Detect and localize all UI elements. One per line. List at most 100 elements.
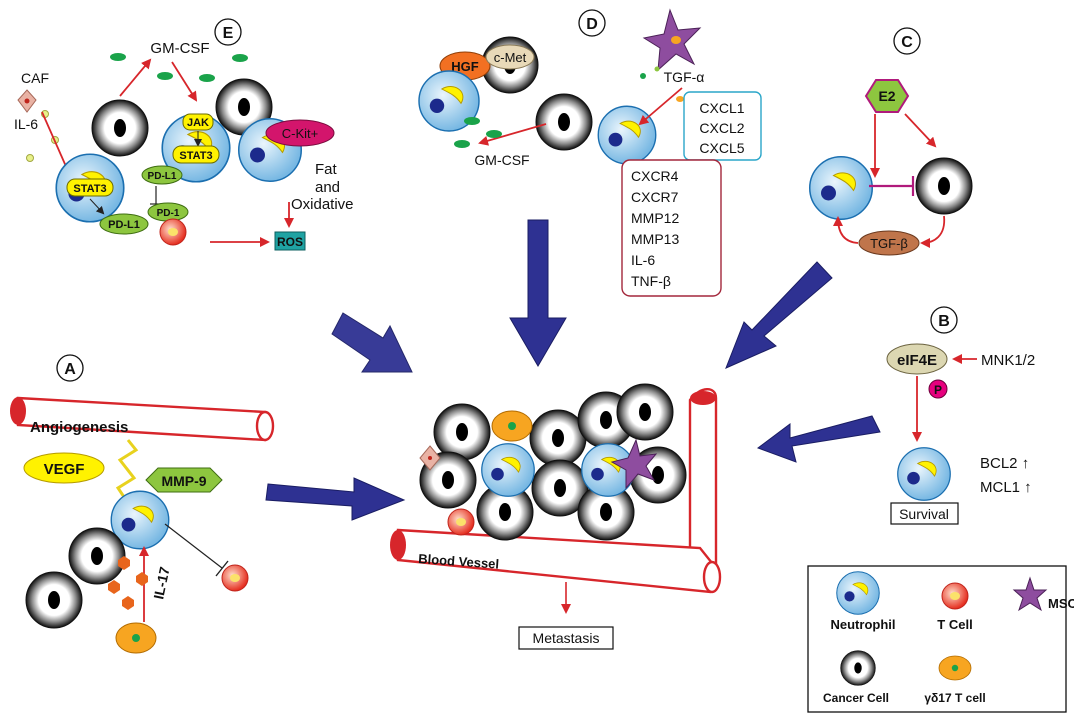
panel-c-badge xyxy=(893,27,921,55)
factor-1: CXCR4 xyxy=(631,168,679,184)
center-tumor: Blood Vessel Metastasis xyxy=(390,383,722,650)
factor-3: MMP12 xyxy=(631,210,679,226)
panel-b-letter: B xyxy=(938,313,950,330)
ckit-badge xyxy=(265,119,335,147)
eif4e-badge xyxy=(886,343,948,375)
pdl1-badge-bottom xyxy=(99,213,149,235)
pd1-label: PD-1 xyxy=(157,208,180,219)
mmp9-label: MMP-9 xyxy=(161,473,206,489)
cmet-badge xyxy=(485,44,535,70)
chemokine-1: CXCL1 xyxy=(699,100,744,116)
gd17-t-cell-icon xyxy=(491,410,533,442)
factor-5: IL-6 xyxy=(631,252,655,268)
panel-e: E GM-CSF CAF IL-6 JAK STAT3 PD-L1 STAT3 … xyxy=(14,18,354,251)
phospho-label: P xyxy=(934,383,942,397)
panel-a-badge xyxy=(56,354,84,382)
legend-gd17-label: γδ17 T cell xyxy=(924,691,985,705)
panel-b-badge xyxy=(930,306,958,334)
metastasis-box xyxy=(518,626,614,650)
neutrophil-icon xyxy=(481,443,535,497)
stat3-badge-top xyxy=(172,145,220,164)
pdl1-label-top: PD-L1 xyxy=(148,171,177,182)
t-cell-icon xyxy=(447,508,475,536)
tgfb-label: TGF-β xyxy=(870,236,908,251)
eif4e-label: eIF4E xyxy=(897,352,937,369)
mmp9-badge xyxy=(145,467,223,493)
legend-neutrophil-label: Neutrophil xyxy=(831,617,896,632)
e2-label: E2 xyxy=(878,88,895,104)
panel-d-badge xyxy=(578,9,606,37)
chemokine-box xyxy=(683,91,762,161)
legend-gd17-icon xyxy=(938,655,972,681)
ckit-label: C-Kit+ xyxy=(282,126,318,141)
neutrophil-icon xyxy=(809,156,873,220)
metastasis-label: Metastasis xyxy=(533,630,600,646)
factor-6: TNF-β xyxy=(631,273,671,289)
il6-label-e: IL-6 xyxy=(14,116,38,132)
legend-neutrophil-icon xyxy=(836,571,880,615)
arrow-d-to-center xyxy=(509,219,567,367)
legend-cancer-cell-label: Cancer Cell xyxy=(823,691,889,705)
legend-msc-icon xyxy=(1012,576,1048,612)
arrow-c-to-center xyxy=(725,261,833,369)
t-cell-icon xyxy=(159,218,187,246)
panel-c: C E2 TGF-β xyxy=(809,27,973,256)
ros-label: ROS xyxy=(277,235,303,249)
hgf-label: HGF xyxy=(451,59,479,74)
jak-badge xyxy=(182,113,214,131)
vegf-badge xyxy=(23,452,105,484)
e2-hexagon xyxy=(864,79,910,113)
legend-cancer-cell-icon xyxy=(840,650,876,686)
vessel-right-branch xyxy=(688,388,718,570)
cancer-cell-icon xyxy=(433,403,491,461)
panel-d: D HGF c-Met TGF-α GM-CSF CXCL1 CXCL2 CXC… xyxy=(418,8,762,297)
neutrophil-icon xyxy=(897,447,951,501)
stat3-label-top: STAT3 xyxy=(179,150,212,162)
big-arrows xyxy=(265,219,881,521)
survival-label: Survival xyxy=(899,506,949,522)
factor-box xyxy=(621,159,722,297)
t-cell-icon xyxy=(221,564,249,592)
factor-2: CXCR7 xyxy=(631,189,679,205)
caf-label: CAF xyxy=(21,70,49,86)
panel-d-letter: D xyxy=(586,16,598,33)
panel-a-letter: A xyxy=(64,361,76,378)
bcl2-label: BCL2 ↑ xyxy=(980,455,1029,472)
lightning-icon xyxy=(115,439,139,507)
pdl1-label-bottom: PD-L1 xyxy=(108,219,140,231)
fat-label-1: Fat xyxy=(315,161,338,178)
gd17-t-cell-icon xyxy=(115,622,157,654)
legend-t-cell-icon xyxy=(941,582,969,610)
panel-a: A Angiogenesis VEGF MMP-9 IL-17 xyxy=(10,354,275,654)
vegf-label: VEGF xyxy=(44,461,85,478)
cancer-cell-icon xyxy=(68,527,126,585)
blood-vessel-label: Blood Vessel xyxy=(418,551,500,572)
arrow-a-to-center xyxy=(265,477,406,521)
cancer-cell-icon xyxy=(25,571,83,629)
cancer-cell-icon xyxy=(616,383,674,441)
ros-box xyxy=(274,231,306,251)
panel-e-letter: E xyxy=(223,25,234,42)
cmet-label: c-Met xyxy=(494,50,527,65)
neutrophil-icon xyxy=(597,105,657,165)
msc-icon xyxy=(610,438,658,490)
panel-b: B eIF4E MNK1/2 P BCL2 ↑ MCL1 ↑ Survival xyxy=(886,306,1035,525)
pdl1-badge-top xyxy=(141,165,183,185)
jak-label: JAK xyxy=(187,117,209,129)
tgfa-label: TGF-α xyxy=(664,69,705,85)
chemokine-2: CXCL2 xyxy=(699,120,744,136)
angiogenesis-label: Angiogenesis xyxy=(30,419,128,436)
arrow-e-to-center xyxy=(331,312,413,373)
panel-e-badge xyxy=(214,18,242,46)
arrow-b-to-center xyxy=(756,415,881,463)
chemokine-3: CXCL5 xyxy=(699,140,744,156)
legend-msc-label: MSC xyxy=(1048,596,1074,611)
panel-c-letter: C xyxy=(901,34,913,51)
fat-label-2: and xyxy=(315,179,340,196)
legend: Neutrophil T Cell MSC Cancer Cell γδ17 T… xyxy=(807,565,1074,713)
cancer-cell-icon xyxy=(535,93,593,151)
factor-4: MMP13 xyxy=(631,231,679,247)
cancer-cell-icon xyxy=(915,157,973,215)
il17-label: IL-17 xyxy=(150,565,172,600)
legend-t-cell-label: T Cell xyxy=(937,617,972,632)
